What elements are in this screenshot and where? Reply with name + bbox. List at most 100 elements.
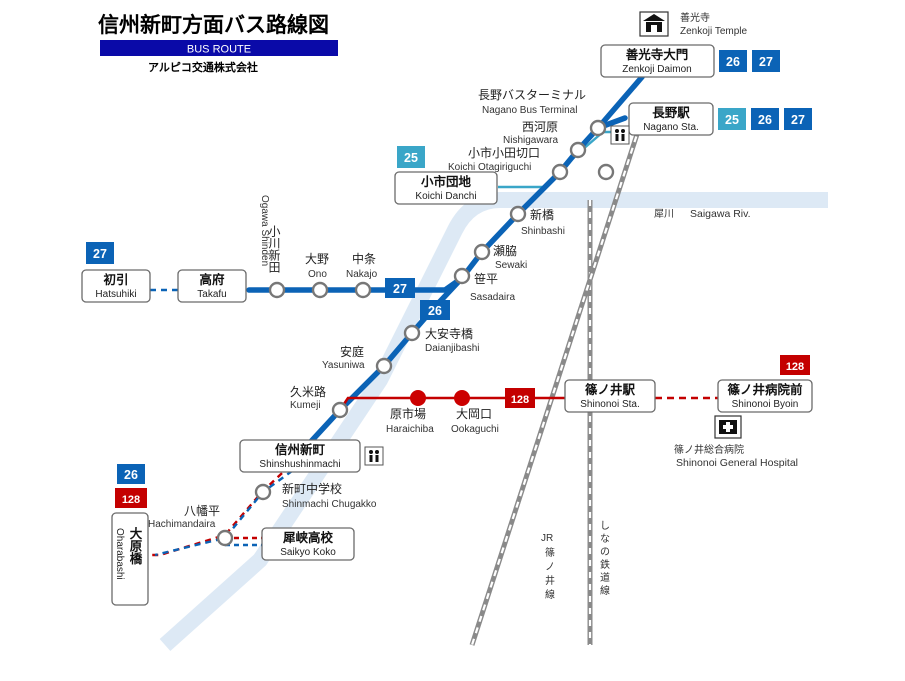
svg-text:線: 線 <box>545 588 555 601</box>
zenkoji-daimon-box <box>600 44 715 78</box>
svg-text:Daianjibashi: Daianjibashi <box>425 343 479 354</box>
hospital-icon <box>714 415 742 439</box>
svg-text:Nagano Sta.: Nagano Sta. <box>643 122 699 133</box>
shinshushinmachi-box <box>239 439 361 473</box>
svg-text:Shinonoi Sta.: Shinonoi Sta. <box>580 399 640 410</box>
subtitle-bar <box>100 40 338 56</box>
stop-nakajo <box>354 281 372 299</box>
stop-ono <box>311 281 329 299</box>
route-badge-128: 128 <box>780 355 810 375</box>
toilet-icon <box>610 125 630 145</box>
svg-text:128: 128 <box>122 494 140 506</box>
svg-text:の: の <box>600 547 610 558</box>
svg-text:Koichi Otagiriguchi: Koichi Otagiriguchi <box>448 162 531 173</box>
svg-text:大岡口: 大岡口 <box>456 407 492 421</box>
map-title: 信州新町方面バス路線図 <box>98 13 329 37</box>
stop-nagano-bus-terminal <box>589 119 607 137</box>
svg-text:Nagano Bus Terminal: Nagano Bus Terminal <box>482 105 577 116</box>
svg-text:Takafu: Takafu <box>197 289 226 300</box>
svg-text:Saikyo Koko: Saikyo Koko <box>280 547 336 558</box>
svg-text:信州新町: 信州新町 <box>275 442 326 457</box>
oharabashi-box <box>111 512 149 606</box>
jr-shinonoi-line <box>469 124 643 646</box>
svg-text:新町中学校: 新町中学校 <box>282 481 342 496</box>
svg-text:原市場: 原市場 <box>390 406 426 421</box>
svg-text:Koichi Danchi: Koichi Danchi <box>415 191 476 202</box>
svg-text:井: 井 <box>545 574 555 587</box>
zenkoji-en: Zenkoji Temple <box>680 26 748 37</box>
svg-text:26: 26 <box>428 304 442 318</box>
svg-text:27: 27 <box>759 55 773 69</box>
stop-hachimandaira <box>216 529 234 547</box>
stop-shinbashi <box>509 205 527 223</box>
stop-kumeji <box>331 401 349 419</box>
stop-yasuniwa <box>375 357 393 375</box>
svg-text:26: 26 <box>758 113 772 127</box>
svg-text:26: 26 <box>124 468 138 482</box>
svg-text:篠ノ井総合病院: 篠ノ井総合病院 <box>674 443 744 456</box>
route-badge-128: 128 <box>115 488 147 508</box>
svg-text:Hachimandaira: Hachimandaira <box>148 519 216 530</box>
shinonoi-byoin-box <box>717 379 813 413</box>
svg-text:25: 25 <box>725 113 739 127</box>
svg-text:善光寺大門: 善光寺大門 <box>626 47 689 62</box>
route-tag-27-on-line: 27 <box>385 278 415 298</box>
stop-jr-station <box>597 163 615 181</box>
svg-text:犀峡高校: 犀峡高校 <box>283 530 334 545</box>
svg-text:な: な <box>600 533 610 545</box>
stop-daianjibashi <box>403 324 421 342</box>
route-tag-26-on-line: 26 <box>420 300 450 320</box>
svg-text:26: 26 <box>726 55 740 69</box>
svg-text:久米路: 久米路 <box>290 384 326 399</box>
svg-text:Ono: Ono <box>308 269 327 280</box>
temple-icon <box>639 11 669 37</box>
zenkoji-ja: 善光寺 <box>680 11 710 24</box>
svg-text:Hatsuhiki: Hatsuhiki <box>95 289 136 300</box>
svg-text:Shinshushinmachi: Shinshushinmachi <box>259 459 340 470</box>
route-badge-26: 26 <box>719 50 747 72</box>
svg-text:笹平: 笹平 <box>474 272 498 286</box>
hatsuhiki-box <box>81 269 151 303</box>
svg-text:中条: 中条 <box>352 251 376 266</box>
svg-text:Ookaguchi: Ookaguchi <box>451 424 499 435</box>
stop-nishigawara <box>569 141 587 159</box>
map-subtitle: BUS ROUTE <box>187 44 251 56</box>
shinano-line-label: し な の 鉄 道 線 <box>600 520 610 597</box>
svg-text:Sewaki: Sewaki <box>495 260 527 271</box>
svg-text:25: 25 <box>404 151 418 165</box>
route-badge-27: 27 <box>86 242 114 264</box>
svg-text:小市団地: 小市団地 <box>420 174 472 189</box>
svg-text:Nakajo: Nakajo <box>346 269 378 280</box>
svg-text:西河原: 西河原 <box>522 120 558 134</box>
svg-text:Saigawa Riv.: Saigawa Riv. <box>690 208 751 220</box>
stop-haraichiba <box>410 390 426 406</box>
svg-text:Sasadaira: Sasadaira <box>470 292 515 303</box>
stop-sasadaira <box>453 267 471 285</box>
svg-text:JR: JR <box>541 533 553 544</box>
jr-line-label: JR 篠 ノ 井 線 <box>541 533 555 601</box>
svg-text:27: 27 <box>791 113 805 127</box>
svg-text:Kumeji: Kumeji <box>290 400 321 411</box>
svg-text:篠ノ井病院前: 篠ノ井病院前 <box>727 382 803 397</box>
svg-text:Ogawa Shinden: Ogawa Shinden <box>259 195 270 266</box>
svg-text:小川新田: 小川新田 <box>267 225 281 273</box>
svg-text:Shinbashi: Shinbashi <box>521 226 565 237</box>
shinonoi-sta-box <box>564 379 656 413</box>
svg-text:瀬脇: 瀬脇 <box>493 244 517 258</box>
svg-text:高府: 高府 <box>199 272 225 287</box>
svg-text:犀川: 犀川 <box>654 208 674 220</box>
svg-text:安庭: 安庭 <box>340 344 364 359</box>
svg-text:篠ノ井駅: 篠ノ井駅 <box>585 382 636 397</box>
svg-text:長野駅: 長野駅 <box>652 105 690 120</box>
svg-text:Haraichiba: Haraichiba <box>386 424 434 435</box>
toilet-icon <box>364 446 384 466</box>
svg-text:Nishigawara: Nishigawara <box>503 135 558 146</box>
svg-text:し: し <box>600 520 610 532</box>
saikyo-koko-box <box>261 527 355 561</box>
svg-text:128: 128 <box>786 361 804 373</box>
svg-text:Yasuniwa: Yasuniwa <box>322 360 365 371</box>
svg-text:27: 27 <box>393 282 407 296</box>
svg-text:篠: 篠 <box>545 546 555 559</box>
